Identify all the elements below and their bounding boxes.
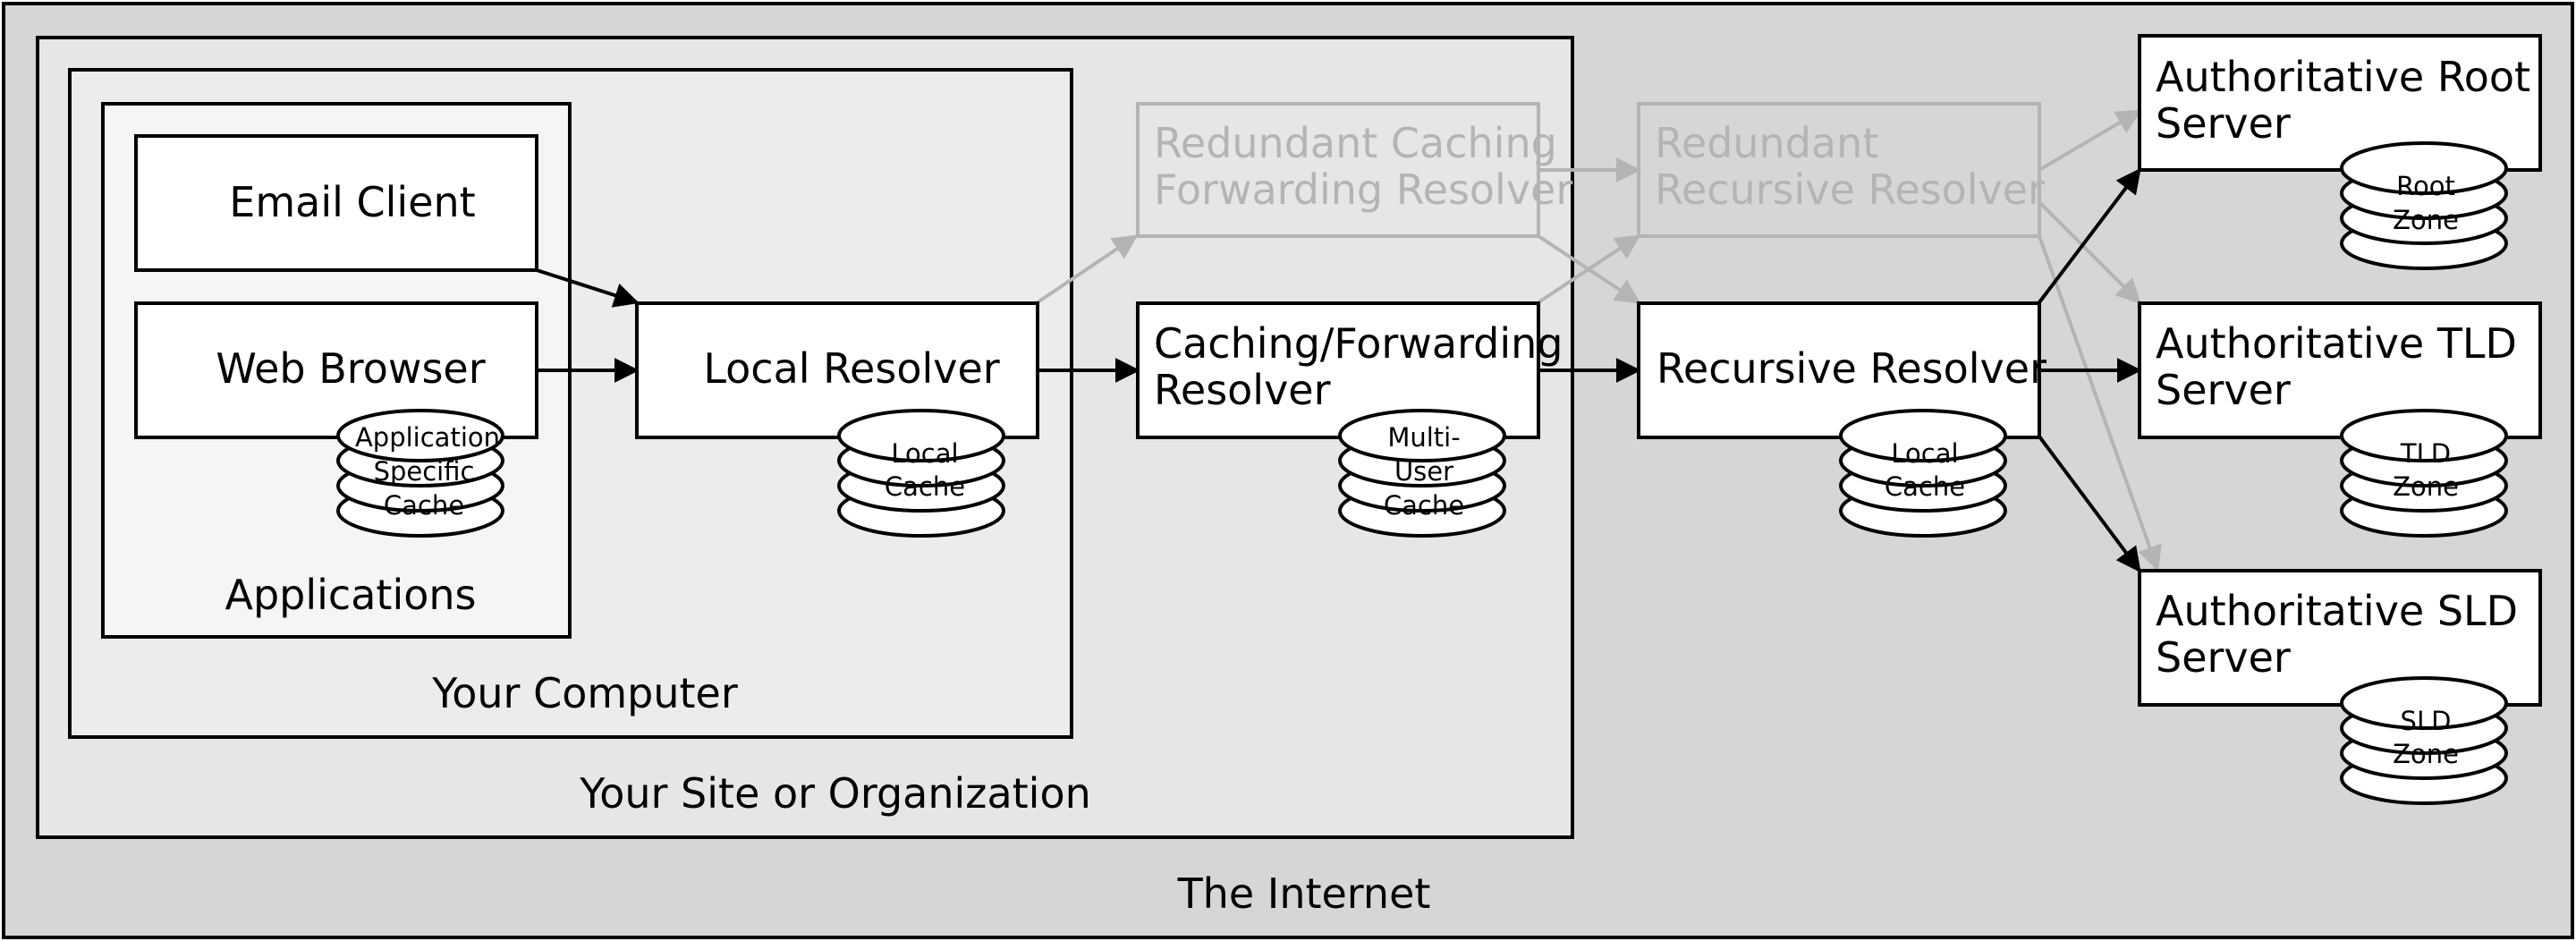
- recursive-resolver-cache: Local Cache: [1839, 409, 2007, 538]
- arrow-local-to-redundant-caching: [1036, 234, 1139, 304]
- faded-arrows: [1036, 109, 2162, 572]
- email-client-node: Email Client: [134, 134, 538, 272]
- recursive-cache-line2: Cache: [1885, 471, 1965, 502]
- root-zone-store: Root Zone: [2340, 141, 2508, 270]
- auth-sld-label-line2: Server: [2156, 633, 2291, 682]
- app-cache-line1: Application: [355, 422, 500, 453]
- redundant-recursive-label-line1: Redundant: [1655, 119, 1878, 167]
- redundant-caching-label-line1: Redundant Caching: [1154, 119, 1557, 167]
- black-arrows: [536, 167, 2142, 573]
- caching-forwarding-resolver-node: Caching/Forwarding Resolver: [1136, 301, 1563, 439]
- arrow-email-to-local: [536, 268, 640, 308]
- arrow-recursive-to-sld: [2038, 435, 2141, 573]
- local-resolver-label: Local Resolver: [703, 344, 999, 393]
- multi-user-cache-line2: User: [1394, 456, 1453, 487]
- redundant-caching-label-line2: Forwarding Resolver: [1154, 165, 1572, 214]
- recursive-cache-line1: Local: [1891, 438, 1958, 469]
- auth-sld-label-line1: Authoritative SLD: [2156, 587, 2518, 635]
- local-cache-line2: Cache: [885, 471, 965, 502]
- local-cache-line1: Local: [891, 438, 958, 469]
- root-zone-line2: Zone: [2393, 205, 2459, 235]
- sld-zone-line1: SLD: [2401, 706, 2452, 736]
- redundant-recursive-label-line2: Recursive Resolver: [1655, 165, 2045, 214]
- web-browser-label: Web Browser: [216, 344, 485, 393]
- recursive-resolver-node: Recursive Resolver: [1637, 301, 2046, 439]
- auth-root-label-line2: Server: [2156, 99, 2291, 148]
- site-label: Your Site or Organization: [579, 769, 1091, 818]
- root-zone-line1: Root: [2396, 171, 2455, 201]
- arrow-redundant-recursive-to-root: [2038, 109, 2142, 172]
- caching-forwarding-label-line2: Resolver: [1154, 366, 1331, 414]
- authoritative-sld-server-node: Authoritative SLD Server: [2138, 569, 2542, 707]
- multi-user-cache-line3: Cache: [1384, 490, 1464, 521]
- redundant-recursive-resolver: Redundant Recursive Resolver: [1637, 102, 2045, 238]
- auth-root-label-line1: Authoritative Root: [2156, 53, 2530, 101]
- app-cache-line2: Specific: [374, 456, 475, 487]
- applications-label: Applications: [225, 571, 477, 619]
- internet-label: The Internet: [1177, 869, 1431, 918]
- tld-zone-store: TLD Zone: [2340, 409, 2508, 538]
- local-resolver-cache: Local Cache: [837, 409, 1005, 538]
- tld-zone-line2: Zone: [2393, 471, 2459, 502]
- email-client-label: Email Client: [229, 178, 475, 226]
- application-specific-cache: Application Specific Cache: [336, 409, 504, 538]
- computer-label: Your Computer: [431, 669, 738, 717]
- arrow-redundant-recursive-to-sld: [2038, 235, 2162, 572]
- multi-user-cache: Multi- User Cache: [1338, 409, 1506, 538]
- arrow-redundant-recursive-to-tld: [2038, 200, 2141, 304]
- multi-user-cache-line1: Multi-: [1387, 422, 1460, 453]
- auth-tld-label-line1: Authoritative TLD: [2156, 319, 2517, 368]
- recursive-resolver-label: Recursive Resolver: [1657, 344, 2046, 393]
- sld-zone-store: SLD Zone: [2340, 676, 2508, 805]
- sld-zone-line2: Zone: [2393, 739, 2459, 769]
- arrow-caching-to-redundant-recursive: [1537, 234, 1641, 304]
- caching-forwarding-label-line1: Caching/Forwarding: [1154, 319, 1563, 368]
- tld-zone-line1: TLD: [2400, 438, 2451, 469]
- app-cache-line3: Cache: [384, 490, 464, 521]
- arrow-recursive-to-root: [2038, 167, 2141, 304]
- auth-tld-label-line2: Server: [2156, 366, 2291, 414]
- redundant-caching-forwarding-resolver: Redundant Caching Forwarding Resolver: [1136, 102, 1572, 238]
- web-browser-node: Web Browser: [134, 301, 538, 439]
